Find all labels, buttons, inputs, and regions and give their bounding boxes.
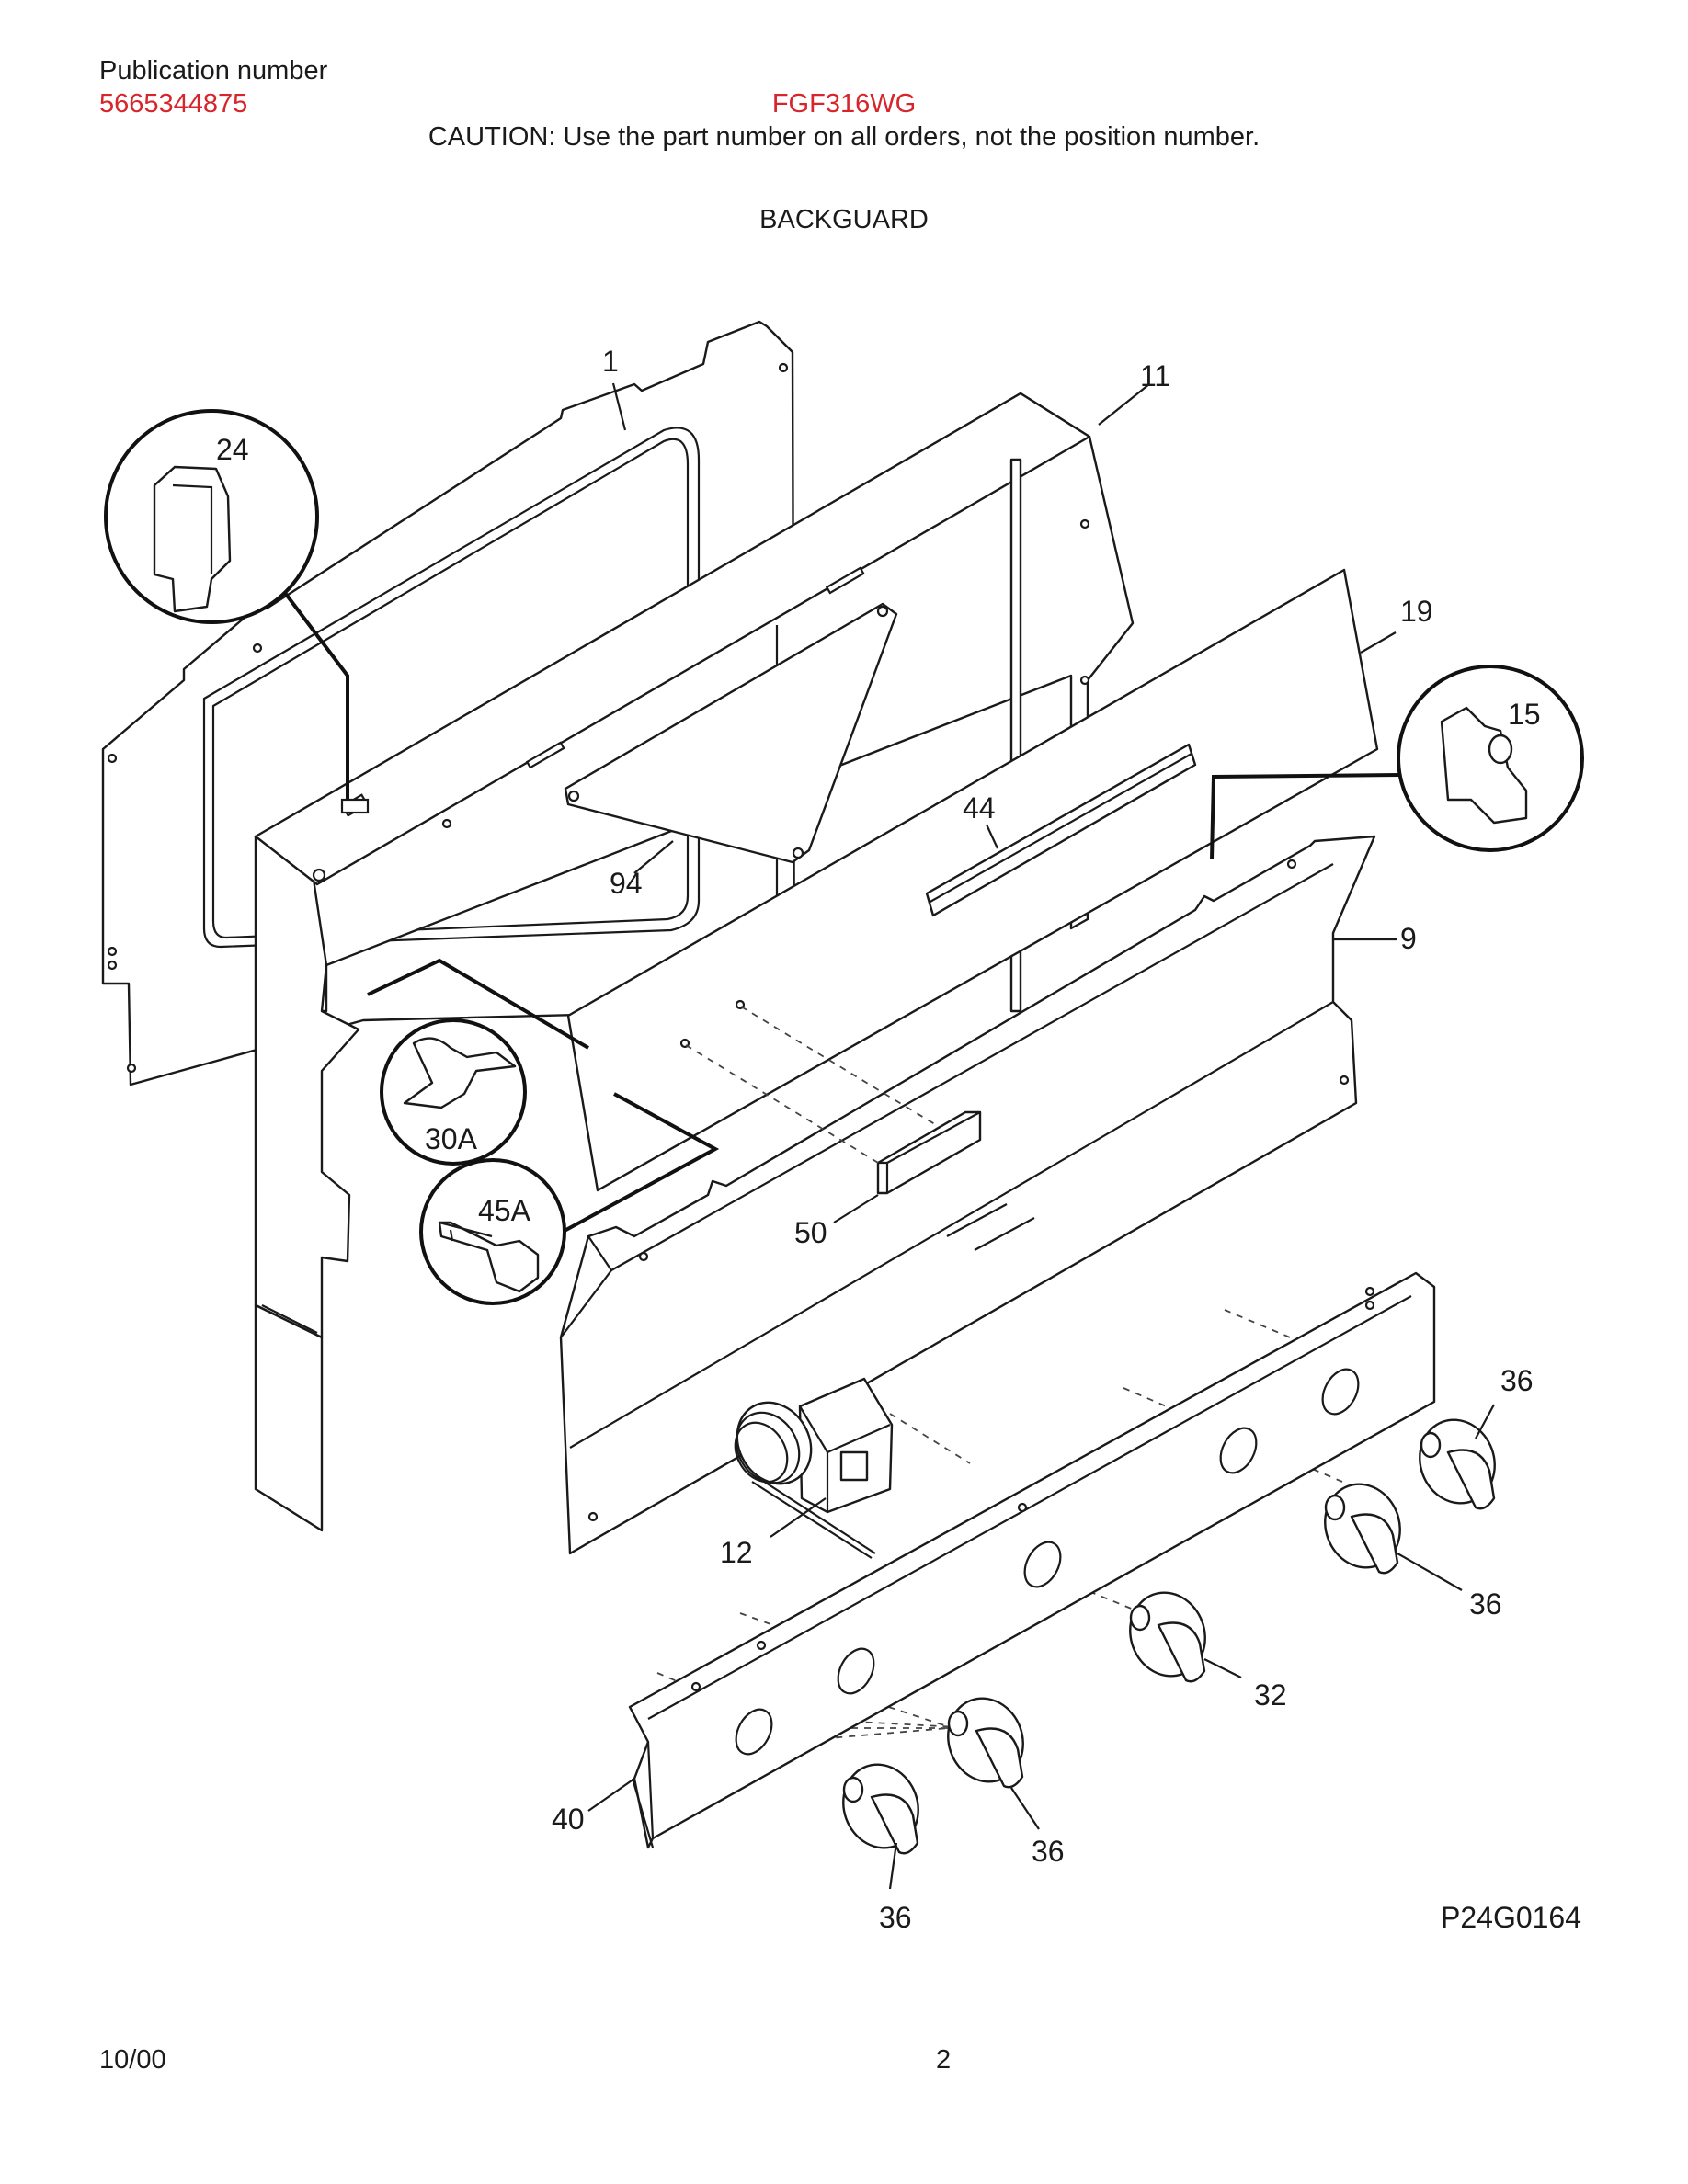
part-40-knob-bracket <box>628 1271 1436 1849</box>
label-part-36-right: 36 <box>1469 1587 1502 1621</box>
caution-note: CAUTION: Use the part number on all orde… <box>428 122 1260 152</box>
model-number: FGF316WG <box>771 89 917 119</box>
label-part-44: 44 <box>963 791 996 825</box>
callout-24-switch <box>104 409 370 814</box>
label-part-40: 40 <box>552 1803 585 1836</box>
part-12-thermostat <box>734 1377 894 1559</box>
leader-lines <box>587 382 1495 1890</box>
label-part-36-bottom: 36 <box>879 1901 912 1934</box>
label-part-45A: 45A <box>478 1194 531 1227</box>
label-part-15: 15 <box>1508 698 1541 731</box>
label-part-19: 19 <box>1400 595 1433 628</box>
knob-32-center <box>1129 1591 1206 1683</box>
publication-date: 10/00 <box>99 2045 166 2075</box>
knob-36-lower-center <box>947 1697 1024 1789</box>
label-part-9: 9 <box>1400 922 1417 955</box>
publication-number: 5665344875 <box>99 89 248 119</box>
label-part-50: 50 <box>794 1216 827 1249</box>
label-part-94: 94 <box>610 867 643 900</box>
callout-15-clip <box>1210 665 1584 860</box>
callout-45A-bolt <box>419 1158 566 1305</box>
part-11-backguard-frame <box>254 392 1135 1532</box>
label-part-1: 1 <box>602 345 619 378</box>
label-part-12: 12 <box>720 1536 753 1569</box>
label-part-36-lower-center: 36 <box>1032 1835 1065 1868</box>
label-part-24: 24 <box>216 433 249 466</box>
part-9-control-housing <box>559 835 1376 1555</box>
callout-30A-wingnut <box>367 958 720 1234</box>
publication-label: Publication number <box>99 56 328 85</box>
label-part-30A: 30A <box>425 1122 478 1155</box>
label-part-36-top-right: 36 <box>1500 1364 1534 1397</box>
section-title: BACKGUARD <box>759 205 929 234</box>
part-94-bracket <box>564 602 898 864</box>
drawing-code: P24G0164 <box>1441 1901 1581 1934</box>
knob-36-right <box>1324 1483 1401 1575</box>
part-50-clip <box>876 1110 982 1195</box>
knob-36-bottom <box>842 1763 919 1855</box>
page-number: 2 <box>936 2045 952 2075</box>
part-44-trim-strip <box>925 743 1197 917</box>
label-part-32: 32 <box>1254 1678 1287 1712</box>
label-part-11: 11 <box>1140 359 1170 392</box>
knob-36-top-right <box>1419 1418 1496 1510</box>
